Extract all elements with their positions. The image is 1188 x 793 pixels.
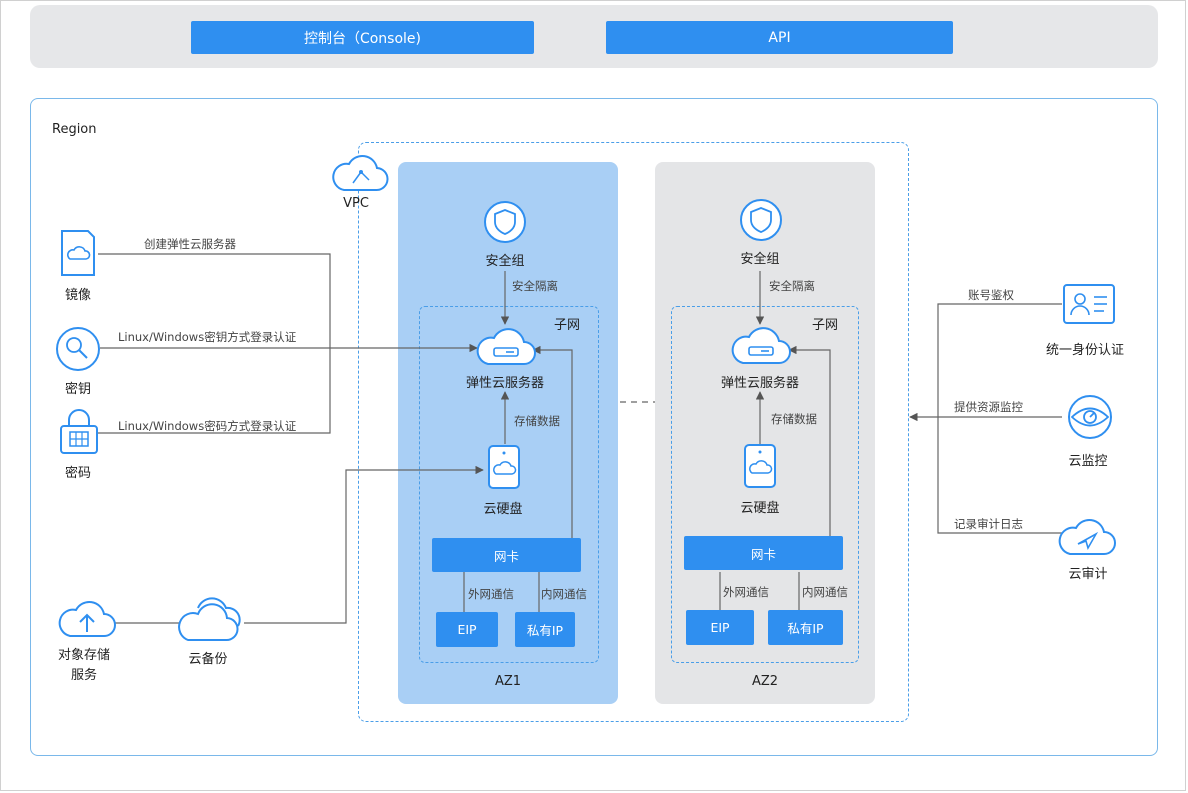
az2-label: AZ2 [751, 674, 779, 689]
image-icon [56, 228, 100, 278]
az2-security-group-icon [739, 198, 783, 242]
cloud-trace-label: 云审计 [1068, 567, 1108, 582]
az2-nic[interactable]: 网卡 [684, 536, 843, 570]
az1-subnet-box [419, 306, 599, 663]
az1-disk-icon [486, 444, 522, 490]
az2-ecs-icon [731, 323, 791, 367]
az1-storage-data-label: 存储数据 [514, 414, 560, 428]
az1-eip[interactable]: EIP [436, 612, 498, 647]
az1-label: AZ1 [494, 674, 522, 689]
az2-private-ip[interactable]: 私有IP [768, 610, 843, 645]
key-label: 密钥 [64, 382, 92, 397]
cloud-backup-icon [178, 596, 244, 644]
object-storage-label-1: 对象存储 [57, 648, 111, 663]
az2-security-group-label: 安全组 [740, 252, 780, 267]
az2-isolation-label: 安全隔离 [769, 279, 815, 293]
monitor-label: 提供资源监控 [954, 400, 1023, 414]
console-button[interactable]: 控制台（Console) [191, 21, 534, 54]
az1-ecs-icon [476, 324, 536, 368]
region-label: Region [52, 122, 97, 137]
az1-zone [398, 162, 618, 704]
az1-isolation-label: 安全隔离 [512, 279, 558, 293]
az1-security-group-icon [483, 200, 527, 244]
key-icon [54, 325, 102, 373]
az2-subnet-label: 子网 [812, 318, 839, 333]
az1-security-group-label: 安全组 [485, 254, 525, 269]
az2-ecs-label: 弹性云服务器 [720, 376, 800, 391]
image-label: 镜像 [64, 288, 92, 303]
az2-storage-data-label: 存储数据 [771, 412, 817, 426]
iam-label: 统一身份认证 [1045, 343, 1125, 358]
audit-label: 记录审计日志 [954, 517, 1023, 531]
az1-internal-comm-label: 内网通信 [541, 587, 587, 601]
az2-subnet-box [671, 306, 859, 663]
password-login-label: Linux/Windows密码方式登录认证 [118, 419, 297, 433]
cloud-backup-label: 云备份 [188, 652, 228, 667]
object-storage-label-2: 服务 [70, 668, 98, 683]
cloud-monitor-eye-icon [1064, 394, 1116, 440]
object-storage-icon [58, 596, 116, 640]
auth-label: 账号鉴权 [968, 288, 1014, 302]
az1-external-comm-label: 外网通信 [468, 587, 514, 601]
vpc-cloud-icon [330, 150, 390, 196]
password-label: 密码 [64, 466, 92, 481]
az1-disk-label: 云硬盘 [483, 502, 523, 517]
cloud-monitor-label: 云监控 [1068, 454, 1108, 469]
az1-private-ip[interactable]: 私有IP [515, 612, 575, 647]
az1-nic[interactable]: 网卡 [432, 538, 581, 572]
api-button[interactable]: API [606, 21, 953, 54]
create-ecs-label: 创建弹性云服务器 [144, 237, 236, 251]
az2-eip[interactable]: EIP [686, 610, 754, 645]
az2-disk-label: 云硬盘 [740, 501, 780, 516]
vpc-box [358, 142, 909, 722]
cloud-trace-icon [1058, 514, 1116, 558]
password-lock-icon [56, 408, 102, 456]
vpc-label: VPC [343, 196, 369, 211]
key-login-label: Linux/Windows密钥方式登录认证 [118, 330, 297, 344]
az1-subnet-label: 子网 [554, 318, 581, 333]
az2-internal-comm-label: 内网通信 [802, 585, 848, 599]
az2-external-comm-label: 外网通信 [723, 585, 769, 599]
iam-id-card-icon [1062, 283, 1116, 325]
az1-ecs-label: 弹性云服务器 [465, 376, 545, 391]
region-box [30, 98, 1158, 756]
az2-disk-icon [742, 443, 778, 489]
